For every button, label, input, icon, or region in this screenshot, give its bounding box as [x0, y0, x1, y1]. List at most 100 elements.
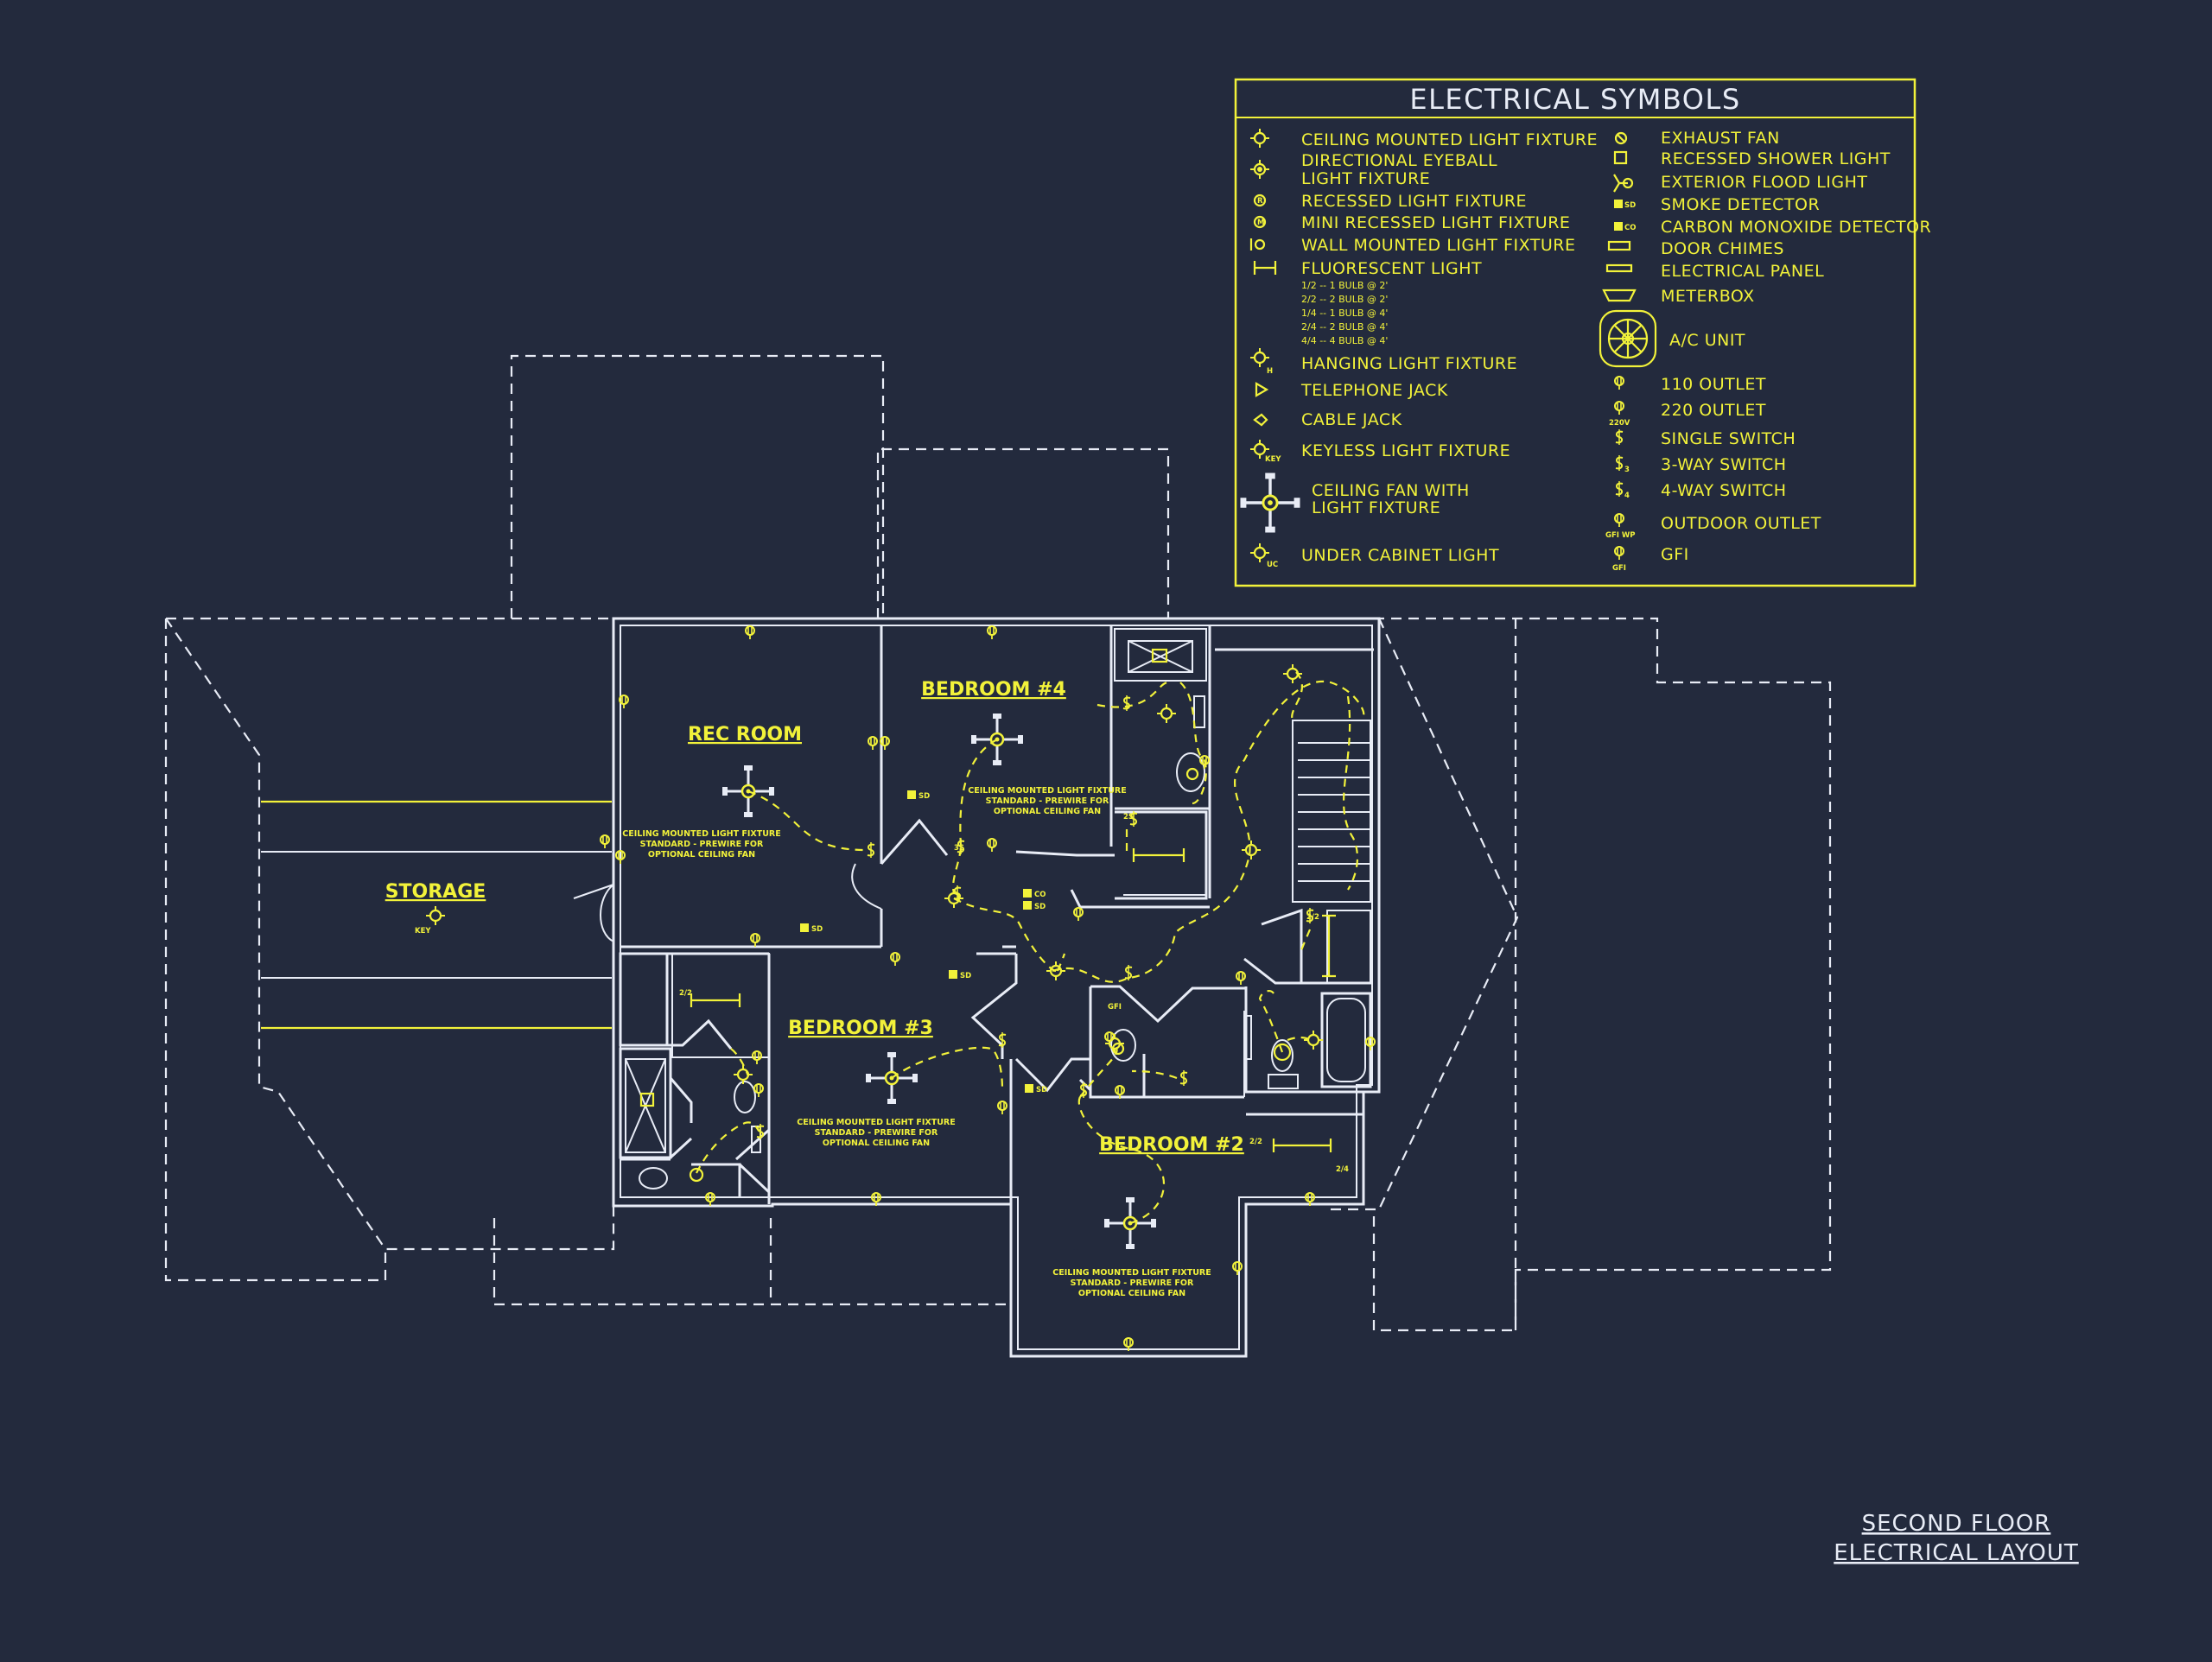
eyeball-light-icon — [1249, 158, 1271, 181]
smoke-detector-tag: SD — [918, 792, 930, 801]
outlet-220-icon: 220V — [1609, 401, 1630, 428]
legend-label: SINGLE SWITCH — [1661, 429, 1796, 448]
legend-label: KEYLESS LIGHT FIXTURE — [1301, 441, 1510, 460]
legend-label: GFI — [1661, 545, 1689, 564]
fan-note-line: OPTIONAL CEILING FAN — [994, 807, 1101, 816]
room-label-bedroom2: BEDROOM #2 — [1099, 1134, 1244, 1156]
switch-icon — [1079, 1082, 1088, 1099]
recessed-shower-light-icon — [1613, 150, 1628, 165]
outlet-110-icon — [1614, 376, 1624, 390]
recessed-light-icon: R — [1253, 193, 1267, 207]
svg-text:CO: CO — [1624, 224, 1636, 232]
fan-note-line: OPTIONAL CEILING FAN — [823, 1139, 930, 1148]
telephone-jack-icon — [1255, 382, 1269, 397]
roof-outline — [164, 354, 1832, 1332]
legend-label: LIGHT FIXTURE — [1301, 169, 1430, 188]
outlet-icon — [987, 625, 997, 640]
mini-recessed-light-icon: M — [1253, 215, 1267, 229]
smoke-detector-icon — [907, 790, 916, 799]
exhaust-fan-icon — [1614, 131, 1628, 145]
svg-text:GFI: GFI — [1612, 564, 1626, 573]
legend-label: A/C UNIT — [1669, 331, 1745, 350]
ceiling-light-icon — [1302, 1029, 1325, 1051]
smoke-detector-tag: SD — [811, 925, 823, 934]
gfi-outlet-icon: GFI — [1612, 546, 1626, 573]
outlet-icon — [1073, 907, 1084, 922]
ac-unit-icon — [1599, 309, 1657, 368]
fan-note-line: STANDARD - PREWIRE FOR — [640, 840, 764, 849]
fluorescent-tag: 2/4 — [1336, 1165, 1349, 1174]
title-line-1: SECOND FLOOR — [1862, 1511, 2051, 1537]
outlet-icon — [868, 736, 878, 751]
legend-label: 3-WAY SWITCH — [1661, 455, 1787, 474]
fan-note-line: OPTIONAL CEILING FAN — [648, 850, 755, 860]
fluorescent-tag: 2/2 — [1249, 1138, 1262, 1146]
svg-text:KEY: KEY — [1265, 455, 1281, 464]
fluorescent-light-icon — [1322, 914, 1336, 978]
smoke-detector-icon — [949, 970, 957, 979]
fan-note-line: CEILING MOUNTED LIGHT FIXTURE — [968, 786, 1126, 796]
outlet-icon — [750, 933, 760, 948]
fluorescent-tag: 2/2 — [1306, 913, 1319, 922]
outlet-icon — [987, 838, 997, 853]
smoke-detector-icon — [800, 923, 809, 932]
fan-note-line: STANDARD - PREWIRE FOR — [815, 1128, 938, 1138]
ceiling-light-icon — [1240, 839, 1262, 861]
fan-note-line: CEILING MOUNTED LIGHT FIXTURE — [1052, 1268, 1211, 1278]
legend-label: 110 OUTLET — [1661, 375, 1766, 394]
legend-label: EXTERIOR FLOOD LIGHT — [1661, 173, 1868, 192]
smoke-detector-icon — [1025, 1084, 1033, 1093]
title-line-2: ELECTRICAL LAYOUT — [1834, 1540, 2079, 1566]
outlet-icon — [890, 952, 900, 967]
switch-icon — [867, 841, 875, 859]
room-label-bedroom4: BEDROOM #4 — [921, 679, 1066, 701]
fan-note-line: STANDARD - PREWIRE FOR — [986, 796, 1109, 806]
electrical-symbols-legend: ELECTRICAL SYMBOLS R M H KEY UC CEILING … — [1234, 78, 1931, 587]
three-way-switch-icon: 3 — [1615, 454, 1630, 474]
legend-label: 4-WAY SWITCH — [1661, 481, 1787, 500]
svg-text:220V: 220V — [1609, 419, 1630, 428]
legend-label: WALL MOUNTED LIGHT FIXTURE — [1301, 236, 1575, 255]
recessed-shower-light-icon — [639, 1092, 655, 1107]
outlet-icon — [1232, 1261, 1243, 1276]
fluorescent-size: 4/4 -- 4 BULB @ 4' — [1301, 335, 1388, 346]
svg-text:H: H — [1267, 367, 1273, 376]
exhaust-fan-icon — [689, 1167, 704, 1183]
room-labels: REC ROOM BEDROOM #4 BEDROOM #3 BEDROOM #… — [385, 679, 1244, 1156]
switch-icon — [998, 1031, 1007, 1049]
keyless-light-icon: KEY — [1249, 438, 1281, 464]
co-detector-icon — [1023, 889, 1032, 898]
fluorescent-light-icon — [1132, 848, 1185, 862]
fluorescent-size: 1/2 -- 1 BULB @ 2' — [1301, 280, 1388, 291]
ceiling-light-icon — [1045, 960, 1067, 982]
legend-label: OUTDOOR OUTLET — [1661, 514, 1821, 533]
fan-note-line: STANDARD - PREWIRE FOR — [1071, 1278, 1194, 1288]
legend-label: LIGHT FIXTURE — [1312, 498, 1440, 517]
ceiling-light-icon — [1155, 702, 1178, 725]
door-chimes-icon — [1607, 240, 1631, 251]
exhaust-fan-icon — [1185, 767, 1199, 781]
under-cabinet-light-icon: UC — [1249, 542, 1278, 569]
ceiling-light-icon — [1281, 663, 1304, 685]
svg-text:3: 3 — [1624, 466, 1630, 474]
fan-note-line: OPTIONAL CEILING FAN — [1078, 1289, 1185, 1298]
legend-label: HANGING LIGHT FIXTURE — [1301, 354, 1517, 373]
legend-label: ELECTRICAL PANEL — [1661, 262, 1824, 281]
electrical-panel-icon — [1605, 263, 1633, 273]
legend-label: 220 OUTLET — [1661, 401, 1766, 420]
legend-label: METERBOX — [1661, 287, 1755, 306]
svg-text:M: M — [1257, 219, 1264, 227]
room-label-bedroom3: BEDROOM #3 — [788, 1018, 933, 1039]
fluorescent-tag: 2/2 — [679, 989, 692, 998]
outlet-icon — [705, 1192, 715, 1207]
fluorescent-size: 2/2 -- 2 BULB @ 2' — [1301, 294, 1388, 305]
ceiling-light-icon — [732, 1063, 754, 1086]
svg-text:SD: SD — [1624, 201, 1636, 210]
room-label-storage: STORAGE — [385, 881, 486, 903]
room-label-rec-room: REC ROOM — [688, 724, 802, 745]
meterbox-icon — [1602, 289, 1637, 302]
